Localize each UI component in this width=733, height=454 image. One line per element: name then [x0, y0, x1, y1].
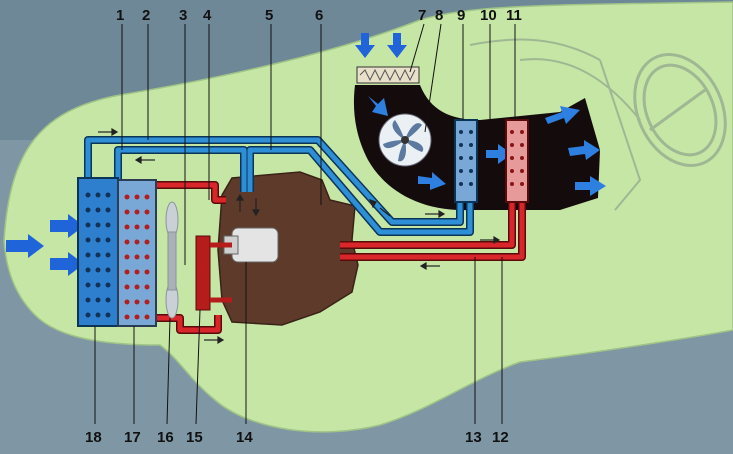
- heater-core-cold: [454, 119, 478, 203]
- radiator: [77, 177, 119, 327]
- heater-fan-icon: [378, 113, 432, 167]
- cabin-outline: [469, 38, 642, 211]
- callout-13: 13: [465, 429, 482, 446]
- callout-12: 12: [492, 429, 509, 446]
- callout-11: 11: [506, 7, 522, 24]
- duct-air-arrows: [368, 96, 606, 196]
- callout-2: 2: [142, 7, 150, 24]
- callout-5: 5: [265, 7, 273, 24]
- filter-mesh: [359, 68, 416, 82]
- callout-9: 9: [457, 7, 465, 24]
- heat-exchanger: [117, 179, 157, 327]
- callout-16: 16: [157, 429, 174, 446]
- callout-18: 18: [85, 429, 102, 446]
- steering-wheel-icon: [633, 53, 727, 167]
- callout-15: 15: [186, 429, 203, 446]
- engine-fan-icon: [165, 201, 179, 319]
- callout-7: 7: [418, 7, 426, 24]
- leader-lines: [94, 23, 516, 425]
- callouts-top: 1 2 3 4 5 6 7 8 9 10 11: [116, 7, 522, 24]
- callout-17: 17: [124, 429, 141, 446]
- heater-core-hot: [505, 119, 529, 203]
- air-flow-arrow-icon: [6, 33, 407, 276]
- callout-8: 8: [435, 7, 443, 24]
- coolant-flow-arrow-icon: [98, 127, 501, 345]
- callout-10: 10: [480, 7, 497, 24]
- cold-coolant-pipes: [84, 136, 474, 236]
- callout-1: 1: [116, 7, 124, 24]
- callouts-bottom: 18 17 16 15 14 13 12: [85, 429, 509, 446]
- callout-3: 3: [179, 7, 187, 24]
- callout-14: 14: [236, 429, 253, 446]
- water-pump: [195, 227, 279, 311]
- callout-6: 6: [315, 7, 323, 24]
- callout-4: 4: [203, 7, 212, 24]
